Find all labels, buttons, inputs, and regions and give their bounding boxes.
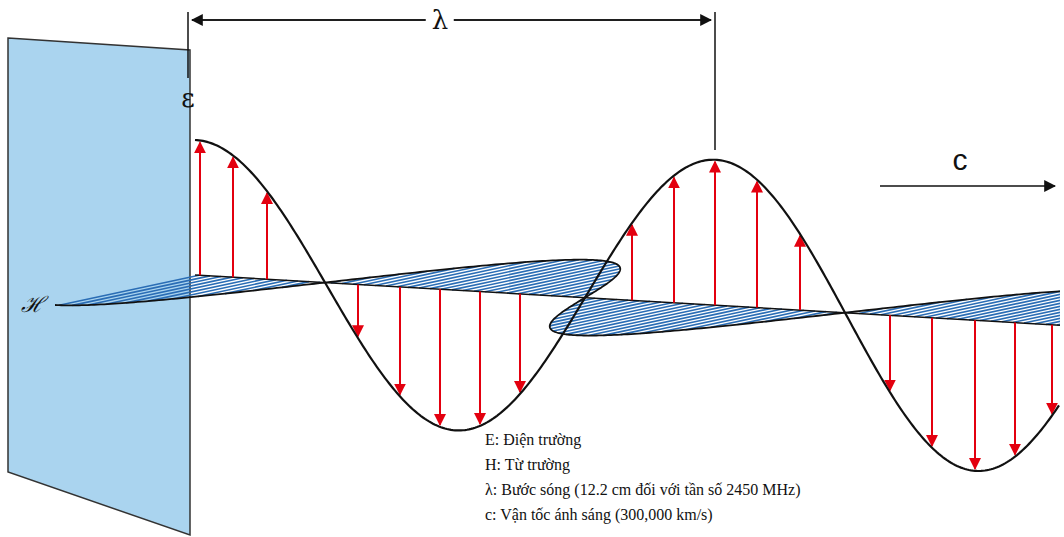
field-hatch [386, 266, 480, 286]
field-hatch [1024, 298, 1060, 323]
label-slot: ε [181, 83, 194, 113]
field-arrow [199, 142, 201, 275]
legend-note: c: Vận tốc ánh sáng (300,000 km/s) [485, 505, 713, 525]
magnetic-curve [55, 260, 1060, 336]
velocity-symbol: c [953, 143, 968, 177]
field-hatch [172, 279, 265, 299]
field-hatch [1035, 301, 1060, 323]
field-arrow [673, 178, 675, 303]
legend-note: E: Điện trường [485, 430, 581, 450]
legend-note: λ: Bước sóng (12.2 cm đối với tần số 245… [485, 480, 801, 500]
field-arrow [479, 292, 481, 424]
field-hatch [397, 264, 504, 287]
field-arrow [266, 193, 268, 279]
field-hatch [685, 309, 782, 330]
field-arrow [931, 318, 933, 446]
label-slot: H: Từ trường [485, 455, 570, 475]
label-slot: E: Điện trường [485, 430, 581, 450]
dimension-tick [714, 12, 716, 150]
field-hatch [588, 306, 727, 336]
label-slot: ℋ [21, 288, 44, 318]
field-arrow [399, 287, 401, 394]
field-hatch [518, 272, 619, 294]
field-arrow [1014, 323, 1016, 455]
label-slot: c [953, 143, 968, 177]
electric-curve [195, 140, 1059, 471]
electric-symbol: ε [181, 83, 194, 113]
field-arrow [519, 294, 521, 392]
field-hatch [1013, 296, 1060, 323]
field-arrow [631, 225, 633, 300]
legend-note: H: Từ trường [485, 455, 570, 475]
field-arrow [714, 162, 716, 305]
field-hatch [1046, 305, 1060, 325]
field-arrow [232, 158, 234, 278]
field-arrow [439, 289, 441, 425]
field-arrow [974, 320, 976, 469]
field-hatch [576, 305, 716, 335]
field-arrow [756, 182, 758, 308]
velocity-arrow [880, 185, 1055, 187]
field-arrow [357, 284, 359, 336]
field-arrow [889, 315, 891, 390]
field-hatch [737, 310, 804, 324]
field-hatch [59, 275, 199, 305]
field-arrow [1051, 325, 1053, 414]
electric-wave [195, 140, 1059, 471]
magnetic-symbol: ℋ [21, 288, 44, 318]
label-slot: λ [426, 5, 454, 35]
field-hatch [1057, 309, 1060, 325]
wavelength-symbol: λ [426, 5, 454, 35]
magnetic-wave [55, 260, 1060, 336]
field-hatch [148, 278, 254, 301]
label-slot: c: Vận tốc ánh sáng (300,000 km/s) [485, 505, 713, 525]
field-arrow [799, 236, 801, 310]
label-slot: λ: Bước sóng (12.2 cm đối với tần số 245… [485, 480, 801, 500]
dimension-tick [187, 12, 189, 78]
